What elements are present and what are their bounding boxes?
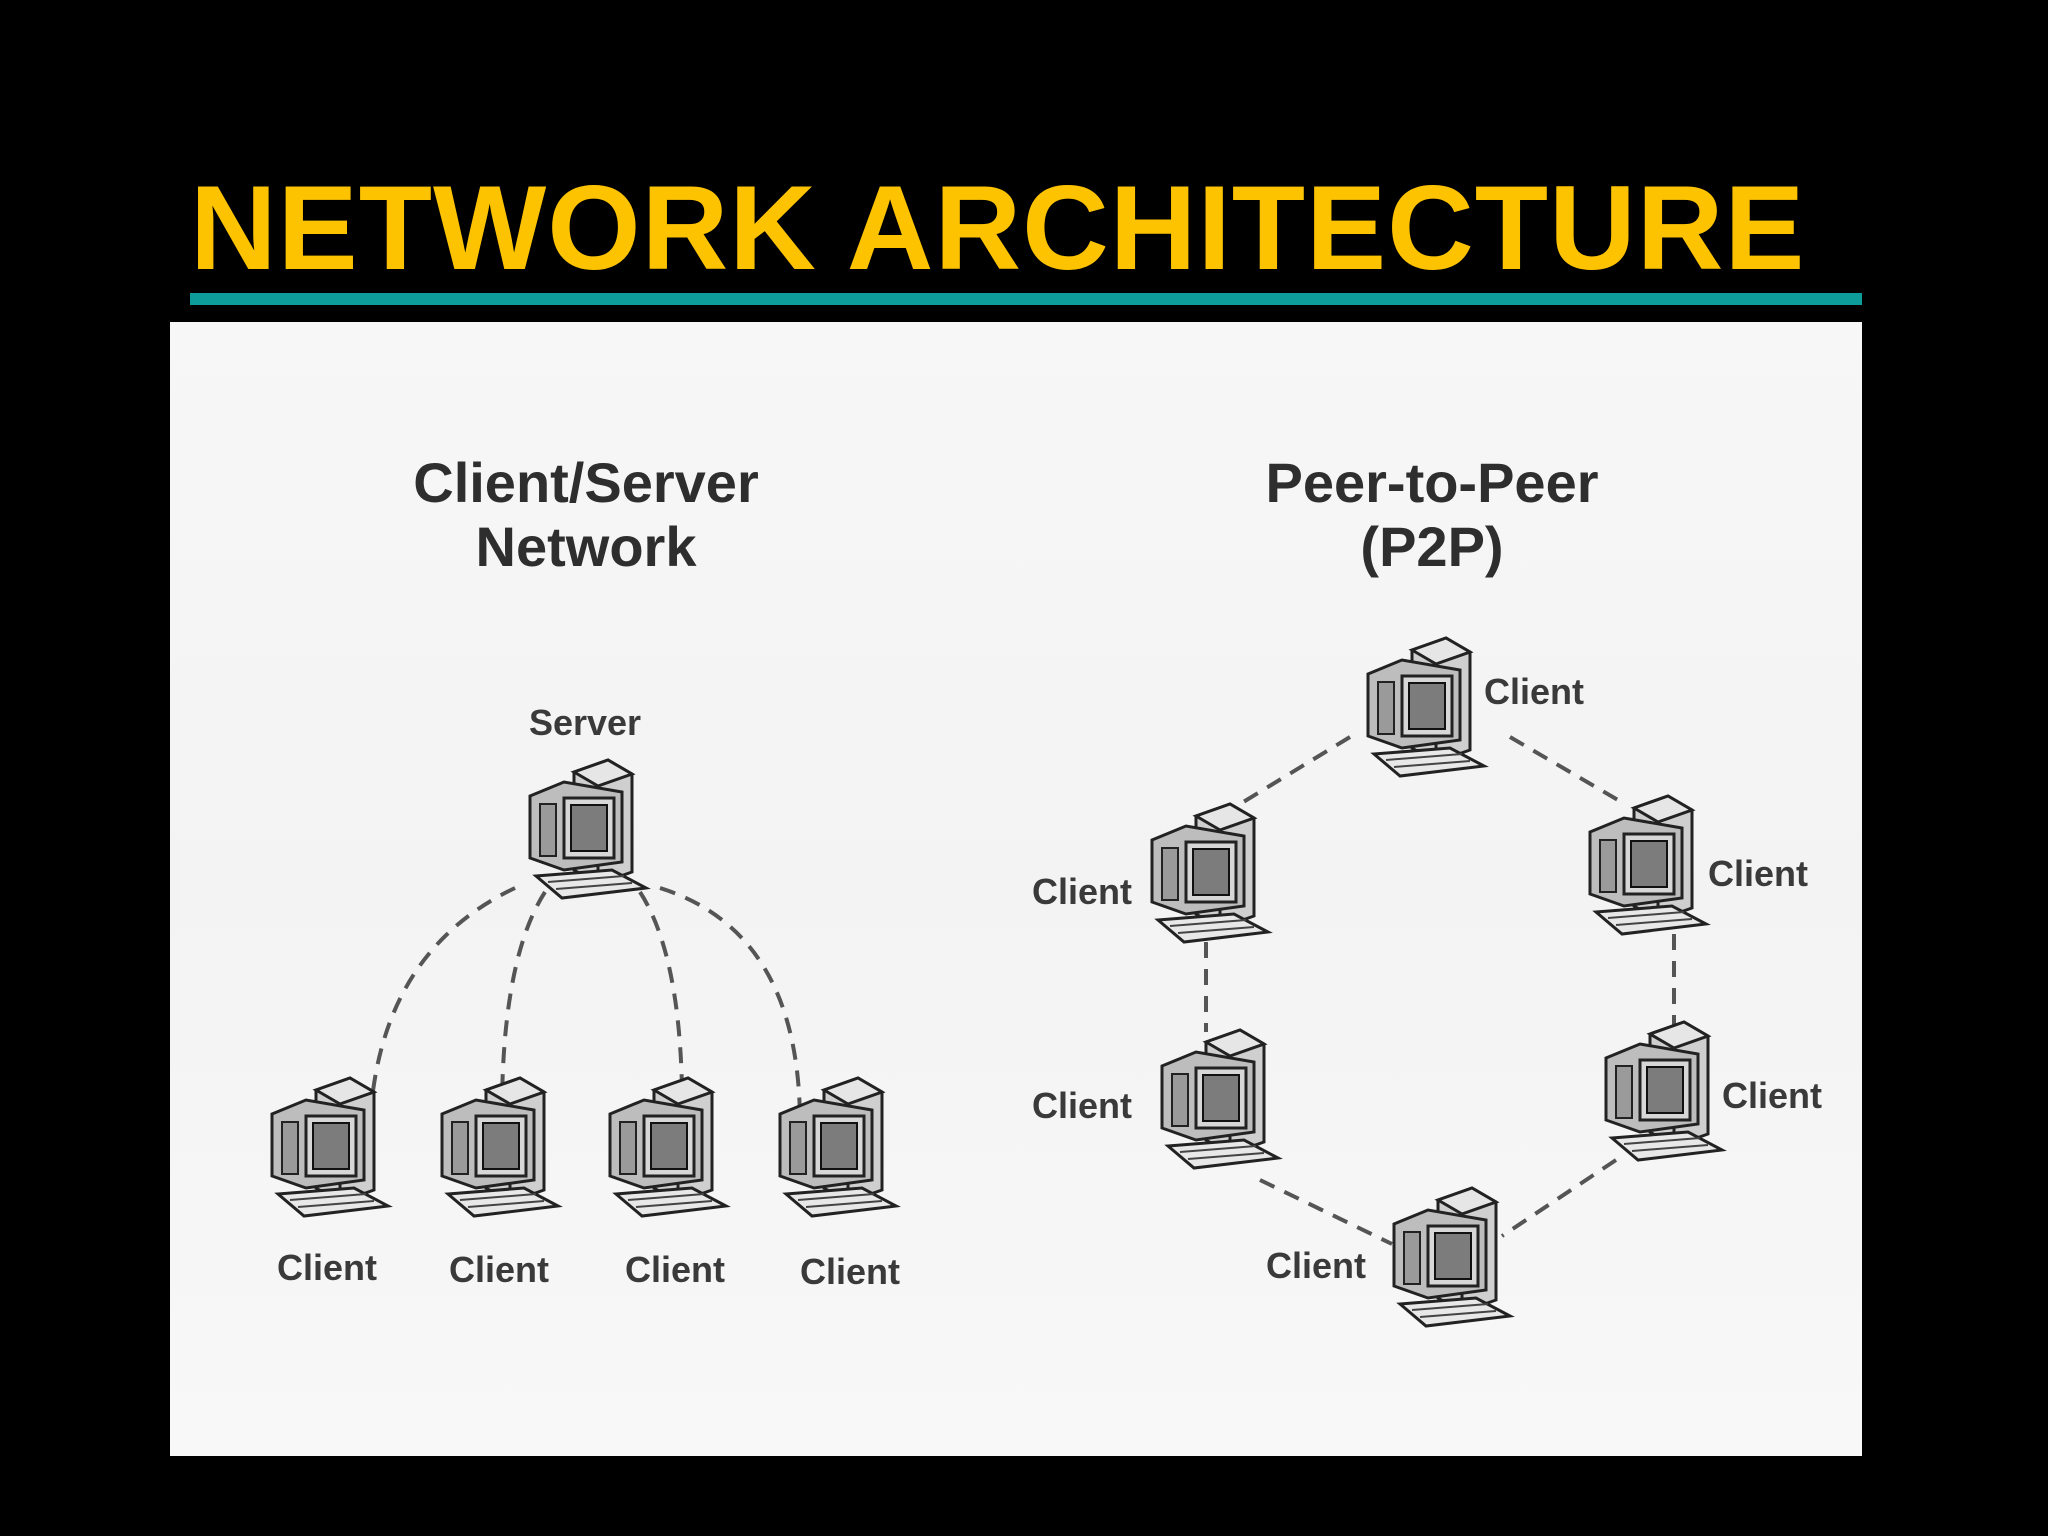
computer-icon bbox=[528, 758, 648, 900]
computer-icon bbox=[1150, 802, 1270, 944]
p2p-client-lower-left: Client bbox=[1032, 1028, 1280, 1170]
computer-icon bbox=[1160, 1028, 1280, 1170]
cs-heading-line2: Network bbox=[476, 515, 698, 578]
cs-client-2: Client bbox=[440, 1076, 560, 1290]
cs-client-4: Client bbox=[778, 1076, 900, 1292]
p2p-client-label-2: Client bbox=[1032, 871, 1132, 912]
server-node: Server bbox=[528, 702, 648, 900]
computer-icon bbox=[1588, 794, 1708, 936]
p2p-client-label-6: Client bbox=[1266, 1245, 1366, 1286]
slide-title: NETWORK ARCHITECTURE bbox=[190, 161, 1806, 295]
cs-client-1: Client bbox=[270, 1076, 390, 1288]
p2p-heading-line1: Peer-to-Peer bbox=[1265, 451, 1598, 514]
network-diagram: Client/Server Network Peer-to-Peer (P2P)… bbox=[270, 451, 1822, 1328]
p2p-client-upper-right: Client bbox=[1588, 794, 1808, 936]
cs-client-label-2: Client bbox=[449, 1249, 549, 1290]
cs-links bbox=[368, 886, 802, 1131]
computer-icon bbox=[1366, 636, 1486, 778]
p2p-link-5 bbox=[1259, 1178, 1393, 1246]
p2p-links bbox=[1204, 735, 1676, 1246]
computer-icon bbox=[1392, 1186, 1512, 1328]
cs-client-label-4: Client bbox=[800, 1251, 900, 1292]
computer-icon bbox=[270, 1076, 390, 1218]
server-label: Server bbox=[529, 702, 641, 743]
computer-icon bbox=[608, 1076, 728, 1218]
p2p-client-lower-right: Client bbox=[1604, 1020, 1822, 1162]
computer-icon bbox=[1604, 1020, 1724, 1162]
p2p-client-label-4: Client bbox=[1032, 1085, 1132, 1126]
p2p-client-label-1: Client bbox=[1484, 671, 1584, 712]
p2p-link-6 bbox=[1500, 1158, 1618, 1238]
cs-client-3: Client bbox=[608, 1076, 728, 1290]
cs-link-1 bbox=[368, 886, 516, 1123]
cs-client-label-3: Client bbox=[625, 1249, 725, 1290]
computer-icon bbox=[440, 1076, 560, 1218]
cs-heading-line1: Client/Server bbox=[413, 451, 759, 514]
p2p-client-upper-left: Client bbox=[1032, 802, 1270, 944]
p2p-link-2 bbox=[1508, 735, 1620, 802]
cs-client-label-1: Client bbox=[277, 1247, 377, 1288]
cs-link-4 bbox=[659, 886, 802, 1125]
p2p-client-label-3: Client bbox=[1708, 853, 1808, 894]
p2p-client-bottom: Client bbox=[1266, 1186, 1512, 1328]
title-underline bbox=[190, 293, 1862, 305]
diagram-panel: Client/Server Network Peer-to-Peer (P2P)… bbox=[170, 322, 1862, 1456]
p2p-heading-line2: (P2P) bbox=[1360, 515, 1503, 578]
p2p-client-top: Client bbox=[1366, 636, 1584, 778]
p2p-link-1 bbox=[1238, 735, 1352, 806]
p2p-client-label-5: Client bbox=[1722, 1075, 1822, 1116]
